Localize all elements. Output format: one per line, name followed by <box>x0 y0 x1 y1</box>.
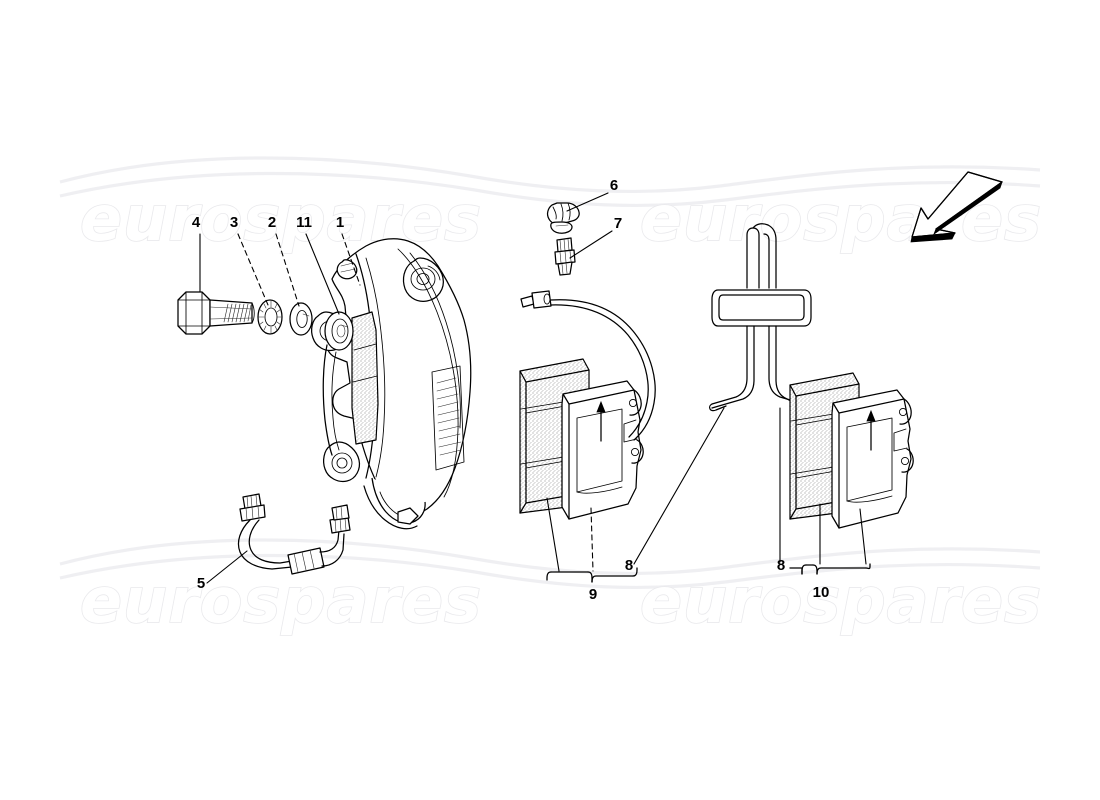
callout-leader-lines <box>199 192 781 584</box>
callout-label-8-right[interactable]: 8 <box>777 557 785 574</box>
part-brake-hose-pipe <box>237 493 351 575</box>
callout-label-8-left[interactable]: 8 <box>625 557 633 574</box>
callout-label-2[interactable]: 2 <box>268 214 276 231</box>
callout-label-9[interactable]: 9 <box>589 586 597 603</box>
part-brake-pad-set-right <box>789 372 914 529</box>
part-bleed-nipple <box>554 237 576 276</box>
part-flat-washer <box>289 302 313 336</box>
watermark-text: eurospares <box>640 564 1042 637</box>
callout-label-4[interactable]: 4 <box>192 214 201 231</box>
callout-label-6[interactable]: 6 <box>610 177 618 194</box>
callout-label-1[interactable]: 1 <box>336 214 344 231</box>
callout-label-10[interactable]: 10 <box>813 584 830 601</box>
callout-label-3[interactable]: 3 <box>230 214 238 231</box>
callout-label-11[interactable]: 11 <box>296 214 312 231</box>
caliper-casting-marking <box>431 365 465 471</box>
part-bleed-screw-cap <box>546 202 580 234</box>
part-pad-wear-sensor-wire <box>520 290 656 441</box>
watermark-text: eurospares <box>80 182 482 255</box>
part-caliper-bush <box>324 311 354 351</box>
part-brake-caliper-body <box>311 238 472 530</box>
part-brake-pad-set-left <box>519 358 644 520</box>
callout-label-5[interactable]: 5 <box>197 575 205 592</box>
callout-brace-9 <box>546 497 638 583</box>
part-pad-retaining-spring <box>708 223 812 412</box>
part-caliper-mounting-bolt <box>177 291 255 335</box>
watermark-swoosh-top <box>59 156 1041 208</box>
callout-brace-10 <box>789 503 871 575</box>
brake-pad-backing-plate <box>561 380 644 520</box>
callout-label-7[interactable]: 7 <box>614 215 622 232</box>
part-lock-washer <box>257 299 283 335</box>
brake-pad-backing-plate <box>831 389 914 529</box>
watermark-text: eurospares <box>80 564 482 637</box>
direction-of-travel-arrow <box>910 171 1003 243</box>
